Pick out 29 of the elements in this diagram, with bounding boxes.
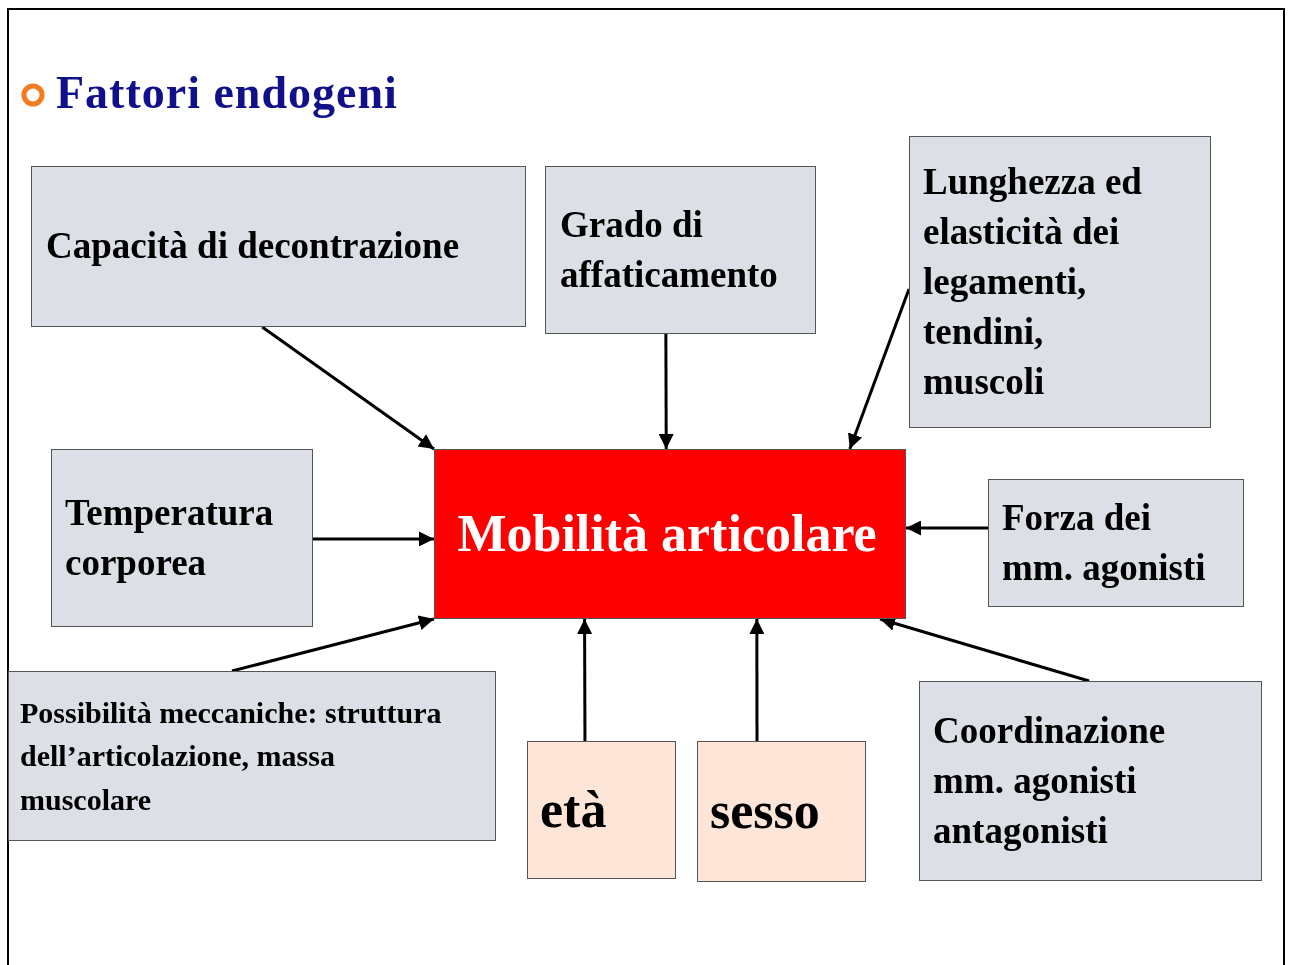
box-label: Grado di affaticamento [560,203,779,297]
factor-box [545,166,816,334]
arrow [261,325,435,451]
factor-box [919,681,1262,881]
factor-box [909,136,1211,428]
box-label: Forza dei mm. agonisti [1002,496,1207,590]
box-label: Temperatura corporea [65,491,275,585]
arrow [313,531,434,547]
factor-box [697,741,866,882]
box-label: età [540,779,607,840]
factor-box [8,671,496,841]
factor-box [31,166,526,327]
arrow [577,619,593,741]
box-label: Possibilità meccaniche: struttura dell’articolazione, massa muscolare [20,694,443,818]
box-label: Mobilità articolare [457,503,877,564]
box-label: Capacità di decontrazione [46,224,460,269]
box-label: Coordinazione mm. agonisti antagonisti [933,709,1167,853]
arrow [749,619,765,741]
slide-title: Fattori endogeni [56,66,398,119]
arrow [848,288,911,450]
arrow [231,615,435,673]
box-label: sesso [710,781,820,842]
factor-box [51,449,313,627]
factor-box [527,741,676,879]
arrow [658,334,674,449]
central-box [434,449,906,619]
box-label: Lunghezza ed elasticità dei legamenti, tendini, muscoli [923,160,1143,404]
factor-box [988,479,1244,607]
arrow [906,520,988,536]
